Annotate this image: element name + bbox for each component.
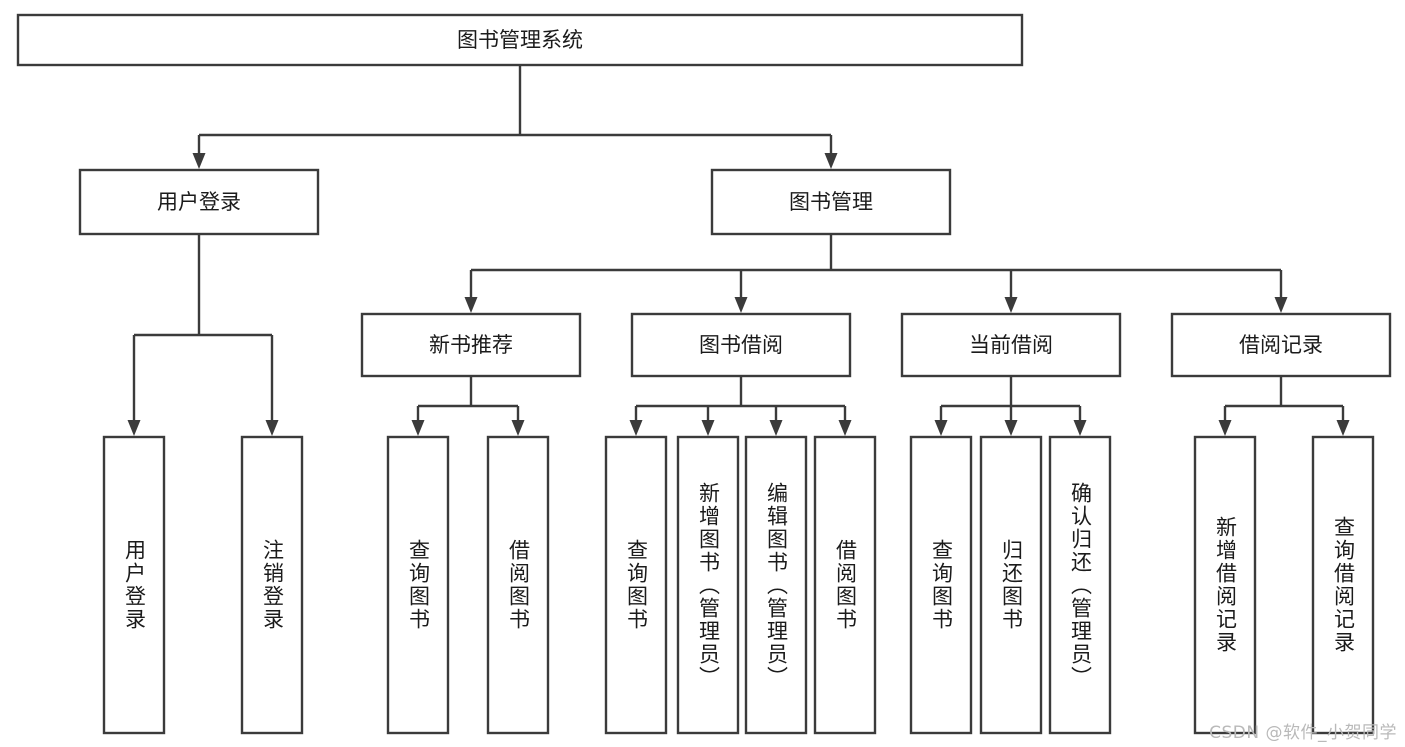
node-box-book-borrow[interactable] [630,312,852,378]
connector-group-root [192,65,838,169]
node-label-wrap-leaf-borrow-book-1: 借阅图书 [488,437,548,733]
node-label-leaf-query-book-3: 查询图书 [929,539,954,631]
connector-group-borrow-record [1218,376,1350,436]
node-label-wrap-leaf-edit-book: 编辑图书（管理员） [746,437,806,733]
node-label-leaf-add-book: 新增图书（管理员） [696,481,721,689]
node-box-leaf-logout[interactable] [240,435,304,735]
node-box-borrow-record[interactable] [1170,312,1392,378]
node-box-leaf-confirm-return[interactable] [1048,435,1112,735]
connectors-layer [127,65,1350,436]
arrow-head-icon [1073,420,1087,436]
node-label-wrap-leaf-add-record: 新增借阅记录 [1195,437,1255,733]
arrow-head-icon [701,420,715,436]
node-label-root: 图书管理系统 [457,28,583,52]
node-label-current-borrow: 当前借阅 [969,333,1053,357]
node-box-leaf-add-book[interactable] [676,435,740,735]
node-label-wrap-leaf-return-book: 归还图书 [981,437,1041,733]
node-box-leaf-query-record[interactable] [1311,435,1375,735]
arrow-head-icon [192,153,206,169]
node-label-book-manage: 图书管理 [789,190,873,214]
node-label-leaf-user-login: 用户登录 [122,539,147,631]
arrow-head-icon [265,420,279,436]
node-label-leaf-borrow-book-1: 借阅图书 [506,539,531,631]
watermark: CSDN @软件_小贺同学 [1209,723,1397,743]
arrow-head-icon [1336,420,1350,436]
node-label-leaf-add-record: 新增借阅记录 [1213,516,1238,654]
node-box-book-manage[interactable] [710,168,952,236]
node-box-leaf-add-record[interactable] [1193,435,1257,735]
connector-group-current-borrow [934,376,1087,436]
node-label-wrap-leaf-query-record: 查询借阅记录 [1313,437,1373,733]
arrow-head-icon [1274,297,1288,313]
arrow-head-icon [464,297,478,313]
node-box-leaf-edit-book[interactable] [744,435,808,735]
node-box-leaf-query-book-3[interactable] [909,435,973,735]
arrow-head-icon [411,420,425,436]
arrow-head-icon [824,153,838,169]
node-label-wrap-leaf-query-book-2: 查询图书 [606,437,666,733]
node-label-wrap-leaf-user-login: 用户登录 [104,437,164,733]
node-box-leaf-return-book[interactable] [979,435,1043,735]
arrow-head-icon [934,420,948,436]
node-label-leaf-logout: 注销登录 [260,539,285,631]
node-box-leaf-user-login[interactable] [102,435,166,735]
node-box-new-book-recommend[interactable] [360,312,582,378]
arrow-head-icon [629,420,643,436]
arrow-head-icon [1004,297,1018,313]
node-label-new-book-recommend: 新书推荐 [429,333,513,357]
node-label-book-borrow: 图书借阅 [699,333,783,357]
node-box-leaf-borrow-book-1[interactable] [486,435,550,735]
node-label-wrap-leaf-logout: 注销登录 [242,437,302,733]
node-box-current-borrow[interactable] [900,312,1122,378]
node-label-user-login: 用户登录 [157,190,241,214]
arrow-head-icon [734,297,748,313]
node-label-leaf-edit-book: 编辑图书（管理员） [764,481,789,689]
node-label-wrap-leaf-query-book-1: 查询图书 [388,437,448,733]
arrow-head-icon [511,420,525,436]
node-label-leaf-return-book: 归还图书 [999,539,1024,631]
arrow-head-icon [1218,420,1232,436]
node-label-leaf-query-book-2: 查询图书 [624,539,649,631]
connector-group-new-book-recommend [411,376,525,436]
node-box-leaf-borrow-book-2[interactable] [813,435,877,735]
node-box-user-login[interactable] [78,168,320,236]
node-box-leaf-query-book-2[interactable] [604,435,668,735]
node-label-borrow-record: 借阅记录 [1239,333,1323,357]
connector-group-user-login [127,234,279,436]
arrow-head-icon [838,420,852,436]
node-label-leaf-confirm-return: 确认归还（管理员） [1068,481,1093,689]
arrow-head-icon [769,420,783,436]
connector-group-book-borrow [629,376,852,436]
node-label-wrap-leaf-query-book-3: 查询图书 [911,437,971,733]
node-box-root[interactable] [16,13,1024,67]
node-label-leaf-query-book-1: 查询图书 [406,539,431,631]
node-label-wrap-leaf-confirm-return: 确认归还（管理员） [1050,437,1110,733]
arrow-head-icon [1004,420,1018,436]
node-label-leaf-query-record: 查询借阅记录 [1331,516,1356,654]
arrow-head-icon [127,420,141,436]
node-label-wrap-leaf-borrow-book-2: 借阅图书 [815,437,875,733]
connector-group-book-manage [464,234,1288,313]
node-boxes-layer [16,13,1392,735]
node-label-wrap-leaf-add-book: 新增图书（管理员） [678,437,738,733]
node-box-leaf-query-book-1[interactable] [386,435,450,735]
node-label-leaf-borrow-book-2: 借阅图书 [833,539,858,631]
